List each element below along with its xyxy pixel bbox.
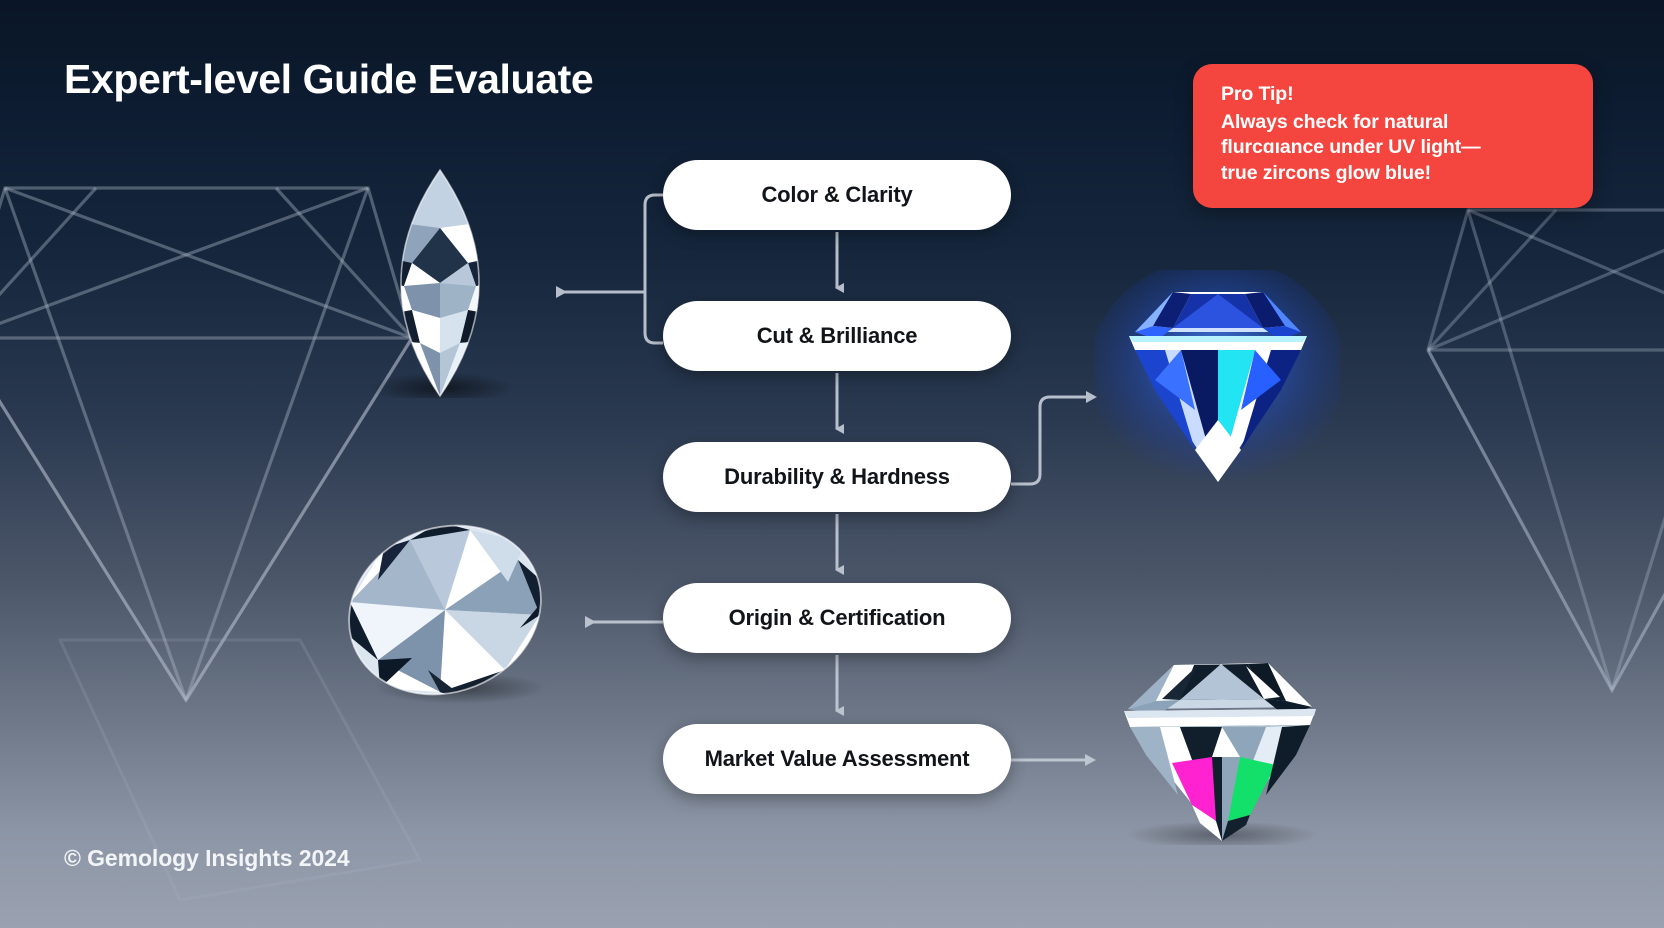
copyright-footer: © Gemology Insights 2024 [64,845,350,871]
glowing-blue-gem [1095,270,1340,482]
pro-tip-heading: Pro Tip! [1221,83,1294,105]
pro-tip-line-3: true zircons glow blue! [1221,161,1432,184]
round-brilliant-diamond-gem [340,520,555,705]
pro-tip-card: Pro Tip! Always check for natural flurcɑ… [1193,64,1593,209]
pro-tip-line-1: Always check for natural [1221,111,1449,133]
flow-step-label: Market Value Assessment [704,746,970,771]
fire-diamond-gem [1124,663,1318,845]
marquise-diamond-gem [370,168,514,398]
flow-step-cut-brilliance[interactable]: Cut & Brilliance [663,301,1011,371]
flow-step-market-value-assessment[interactable]: Market Value Assessment [663,724,1011,794]
pro-tip-line-2: flurcɑıance under UV light— [1221,136,1481,159]
flow-step-label: Cut & Brilliance [756,323,918,348]
flow-step-label: Color & Clarity [761,182,913,207]
flow-step-label: Durability & Hardness [724,464,950,489]
flow-step-color-clarity[interactable]: Color & Clarity [663,160,1011,230]
flow-step-origin-certification[interactable]: Origin & Certification [663,583,1011,653]
flow-step-label: Origin & Certification [728,605,946,630]
page-title: Expert-level Guide Evaluate [64,56,594,102]
flow-step-durability-hardness[interactable]: Durability & Hardness [663,442,1011,512]
